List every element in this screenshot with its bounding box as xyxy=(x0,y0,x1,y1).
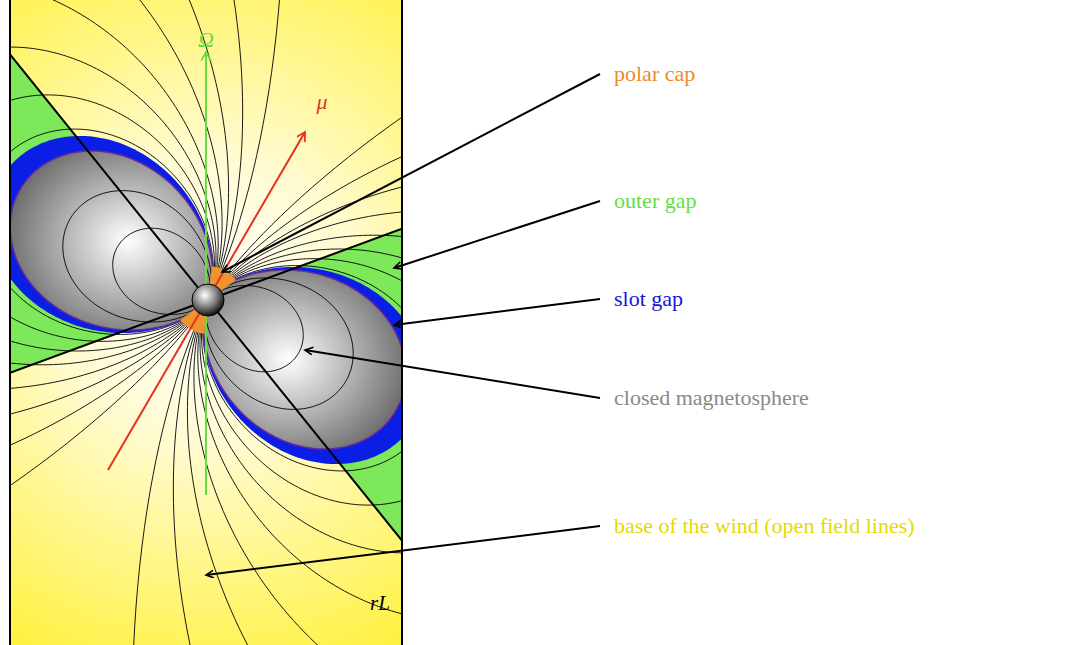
closed-region xyxy=(203,270,402,449)
leader-line xyxy=(305,350,600,398)
leader-line xyxy=(394,299,600,325)
closed-field-line xyxy=(205,278,354,409)
field-line xyxy=(203,266,402,471)
field-line xyxy=(10,0,229,431)
slot-gap xyxy=(203,267,402,464)
leader-line xyxy=(206,526,600,575)
light-cylinder xyxy=(401,0,403,645)
field-line xyxy=(10,0,243,521)
field-line xyxy=(200,249,402,553)
axis-symbol: μ xyxy=(316,90,327,114)
closed-field-line xyxy=(63,191,212,322)
radius-symbol: rL xyxy=(370,592,390,615)
panel xyxy=(10,0,402,645)
callout-label: outer gap xyxy=(614,189,696,213)
field-line xyxy=(194,210,402,645)
closed-region xyxy=(10,151,213,330)
leader-line xyxy=(222,74,600,272)
field-line xyxy=(173,79,402,645)
field-line xyxy=(202,259,402,505)
neutron-star xyxy=(192,284,224,316)
field-line xyxy=(10,129,213,334)
rotation-axis xyxy=(205,52,207,495)
callout-label: slot gap xyxy=(614,287,683,311)
panel-border xyxy=(9,0,11,645)
slot-gap xyxy=(10,136,213,333)
field-line xyxy=(10,95,214,341)
field-line xyxy=(10,0,222,390)
leader-line xyxy=(394,201,600,268)
magnetic-axis xyxy=(108,132,305,470)
callout-label: base of the wind (open field lines) xyxy=(614,514,915,538)
axis-symbol: Ω xyxy=(198,28,214,52)
open-field-lines xyxy=(10,0,402,645)
callout-label: closed magnetosphere xyxy=(614,386,809,410)
polar-caps xyxy=(180,266,236,334)
callout-label: polar cap xyxy=(614,62,695,86)
